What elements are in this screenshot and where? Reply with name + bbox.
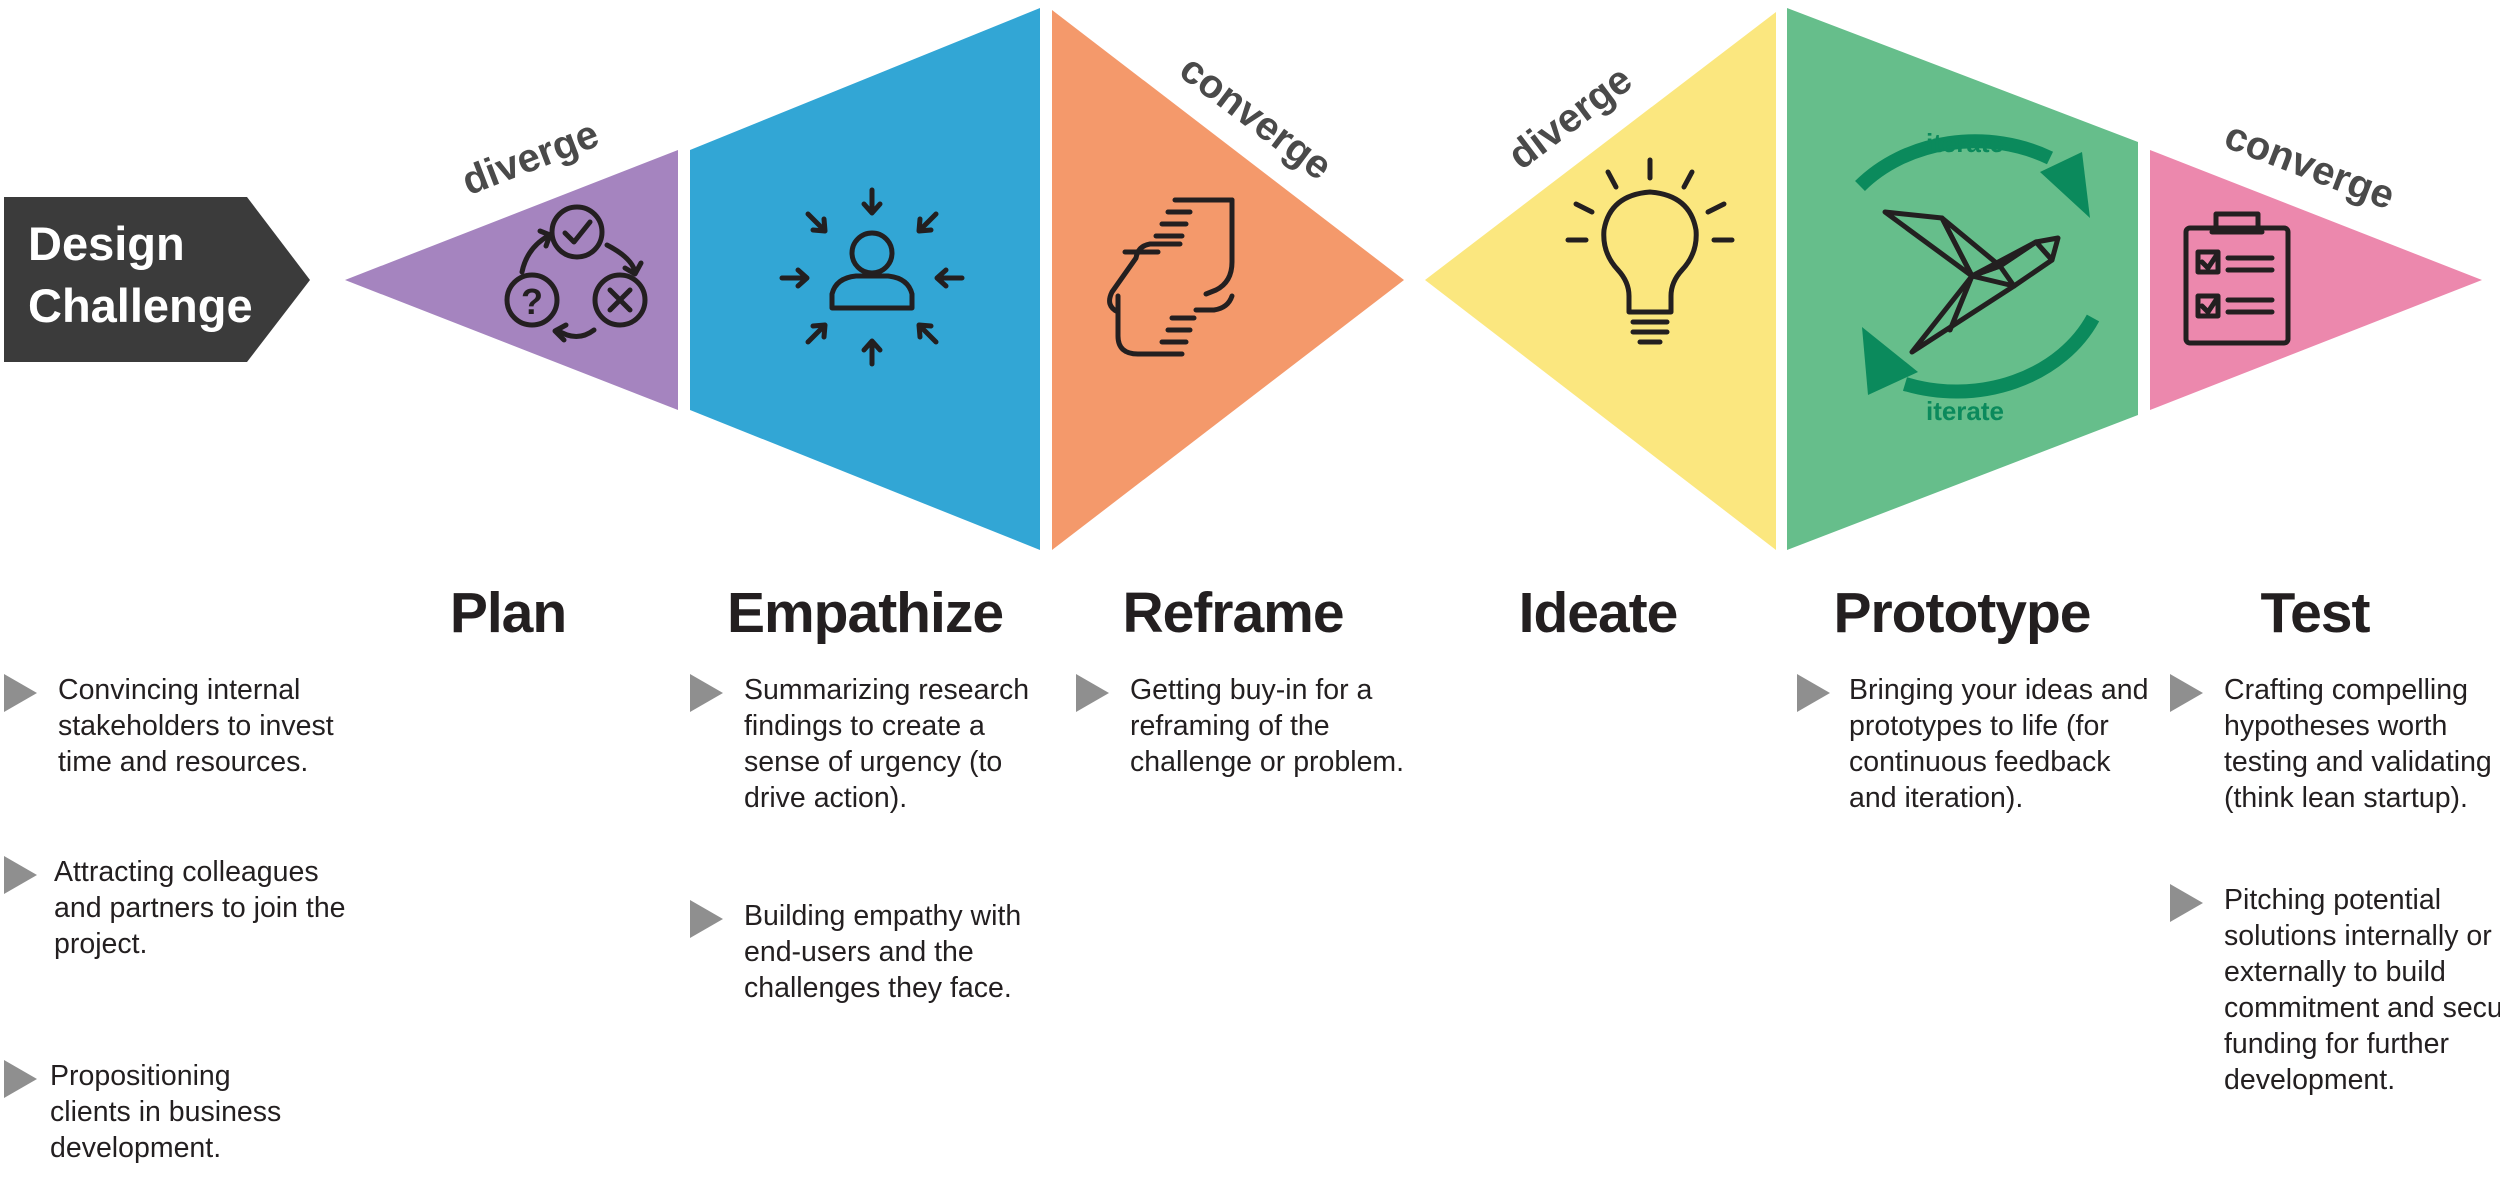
stage-title-prototype: Prototype <box>1833 581 2091 645</box>
bullet-arrow-icon <box>690 674 723 712</box>
bullet-text: Convincing internal stakeholders to inve… <box>58 674 334 778</box>
list-item: Building empathy with end-users and the … <box>690 898 1044 1006</box>
iterate-bottom-label: iterate <box>1926 396 2004 426</box>
iterate-arrowhead-top <box>2040 152 2090 218</box>
lightbulb-icon <box>1565 157 1735 345</box>
bullet-text: Propositioning clients in business devel… <box>50 1060 282 1164</box>
bullet-text: Summarizing research findings to create … <box>744 674 1030 814</box>
ideate-triangle <box>1425 12 1776 550</box>
iterate-top-label: iterate <box>1926 128 2004 158</box>
list-item: Bringing your ideas and prototypes to li… <box>1797 672 2149 816</box>
bullet-text: Bringing your ideas and prototypes to li… <box>1849 674 2149 814</box>
stage-title-test: Test <box>2260 581 2371 645</box>
design-challenge-tag: Design Challenge <box>4 197 310 362</box>
bullet-text: Pitching potential solutions internally … <box>2224 884 2500 1096</box>
plan-triangle <box>345 150 678 410</box>
bullet-arrow-icon <box>4 674 37 712</box>
iterate-arrowhead-bottom <box>1862 327 1918 395</box>
bullet-arrow-icon <box>4 856 37 894</box>
design-challenge-shape <box>4 197 310 362</box>
hands-framing-icon <box>1107 197 1235 357</box>
bullet-arrow-icon <box>1797 674 1830 712</box>
list-item: Convincing internal stakeholders to inve… <box>4 672 358 780</box>
bullet-text: Building empathy with end-users and the … <box>744 900 1022 1004</box>
empathize-shape <box>690 8 1040 550</box>
svg-text:?: ? <box>521 281 543 322</box>
design-challenge-line1: Design <box>28 217 185 270</box>
origami-bird-icon <box>1882 209 2061 355</box>
bullet-arrow-icon <box>4 1060 37 1098</box>
bullet-arrow-icon <box>690 900 723 938</box>
list-item: Attracting colleagues and partners to jo… <box>4 854 354 962</box>
stage-title-reframe: Reframe <box>1122 581 1344 645</box>
bullet-text: Attracting colleagues and partners to jo… <box>54 856 346 960</box>
list-item: Pitching potential solutions internally … <box>2170 882 2500 1098</box>
clipboard-checklist-icon <box>2183 211 2291 346</box>
stage-title-empathize: Empathize <box>726 581 1004 645</box>
iterate-cycle-arrows <box>1855 134 2100 399</box>
list-item: Summarizing research findings to create … <box>690 672 1044 816</box>
stage-title-plan: Plan <box>449 581 567 645</box>
bullet-arrow-icon <box>1076 674 1109 712</box>
stage-title-ideate: Ideate <box>1518 581 1679 645</box>
bullet-arrow-icon <box>2170 884 2203 922</box>
bullet-text: Getting buy-in for a reframing of the ch… <box>1130 674 1405 778</box>
design-challenge-line2: Challenge <box>28 279 253 332</box>
list-item: Crafting compelling hypotheses worth tes… <box>2170 672 2500 816</box>
list-item: Getting buy-in for a reframing of the ch… <box>1076 672 1440 780</box>
cycle-check-question-x-icon: ? <box>504 204 648 343</box>
bullet-text: Crafting compelling hypotheses worth tes… <box>2224 674 2492 814</box>
list-item: Propositioning clients in business devel… <box>4 1058 310 1166</box>
bullet-arrow-icon <box>2170 674 2203 712</box>
prototype-shape <box>1787 8 2138 550</box>
person-with-inward-arrows-icon <box>779 187 965 367</box>
